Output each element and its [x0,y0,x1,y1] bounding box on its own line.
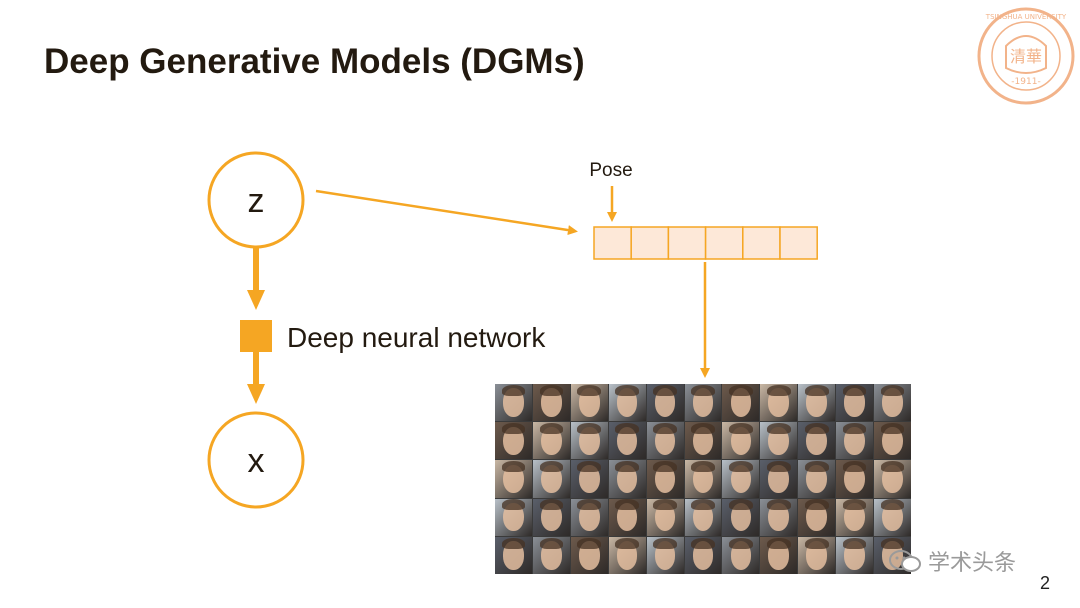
generated-face [608,384,646,422]
svg-text:-1911-: -1911- [1011,77,1040,87]
generated-face [722,536,760,574]
generated-face [684,460,722,498]
latent-vector-cell [704,226,744,260]
generated-face [760,384,798,422]
generated-face [874,460,911,498]
latent-node-z [207,151,305,249]
generated-face [798,422,836,460]
generated-face [570,536,608,574]
pose-label: Pose [589,160,632,181]
generated-face [798,384,836,422]
generated-face [646,536,684,574]
latent-vector-cell [630,226,670,260]
generated-face [608,536,646,574]
generated-face [495,498,532,536]
generated-face [684,422,722,460]
generated-face [798,460,836,498]
generated-face [722,460,760,498]
generated-face [608,498,646,536]
generated-face [684,384,722,422]
latent-vector-cell [779,226,818,260]
generated-face [760,422,798,460]
watermark-text: 学术头条 [928,551,1017,576]
generated-faces-grid [495,384,911,574]
generated-face [570,460,608,498]
generated-face [760,498,798,536]
generated-face [532,384,570,422]
latent-vector-cell [742,226,781,260]
generated-face [684,498,722,536]
generated-face [836,384,874,422]
observed-node-x-label: x [248,442,265,480]
generated-face [532,498,570,536]
deep-neural-network-block [240,320,272,352]
generated-face [532,422,570,460]
generated-face [836,498,874,536]
generated-face [874,384,911,422]
generated-face [722,498,760,536]
generated-face [760,460,798,498]
generated-face [722,384,760,422]
latent-vector-cell [593,226,632,260]
generated-face [836,460,874,498]
generated-face [570,384,608,422]
generated-face [874,498,911,536]
generated-face [608,460,646,498]
generated-face [495,536,532,574]
generated-face [608,422,646,460]
svg-text:清華: 清華 [1010,47,1042,66]
generated-face [646,460,684,498]
watermark: 学术头条 [888,545,1016,577]
latent-vector-cell [667,226,707,260]
latent-vector [593,226,818,260]
generated-face [646,498,684,536]
generated-face [760,536,798,574]
generated-face [570,498,608,536]
wechat-icon [889,550,921,572]
generated-face [495,422,532,460]
generated-face [570,422,608,460]
generated-face [836,422,874,460]
generated-face [532,460,570,498]
generated-face [836,536,874,574]
arrow-z-to-latent-vector [315,189,578,236]
deep-neural-network-label: Deep neural network [287,322,546,353]
generated-face [798,536,836,574]
generated-face [495,384,532,422]
page-number: 2 [1040,573,1051,593]
generated-face [532,536,570,574]
svg-text:TSINGHUA UNIVERSITY: TSINGHUA UNIVERSITY [985,13,1067,21]
generated-face [722,422,760,460]
latent-node-z-label: z [248,182,265,220]
generated-face [646,422,684,460]
generated-face [684,536,722,574]
generated-face [798,498,836,536]
observed-node-x [207,411,305,509]
generated-face [874,422,911,460]
slide-title: Deep Generative Models (DGMs) [44,42,585,81]
generated-face [495,460,532,498]
generated-face [646,384,684,422]
tsinghua-university-logo: 清華 -1911- TSINGHUA UNIVERSITY [977,7,1075,105]
